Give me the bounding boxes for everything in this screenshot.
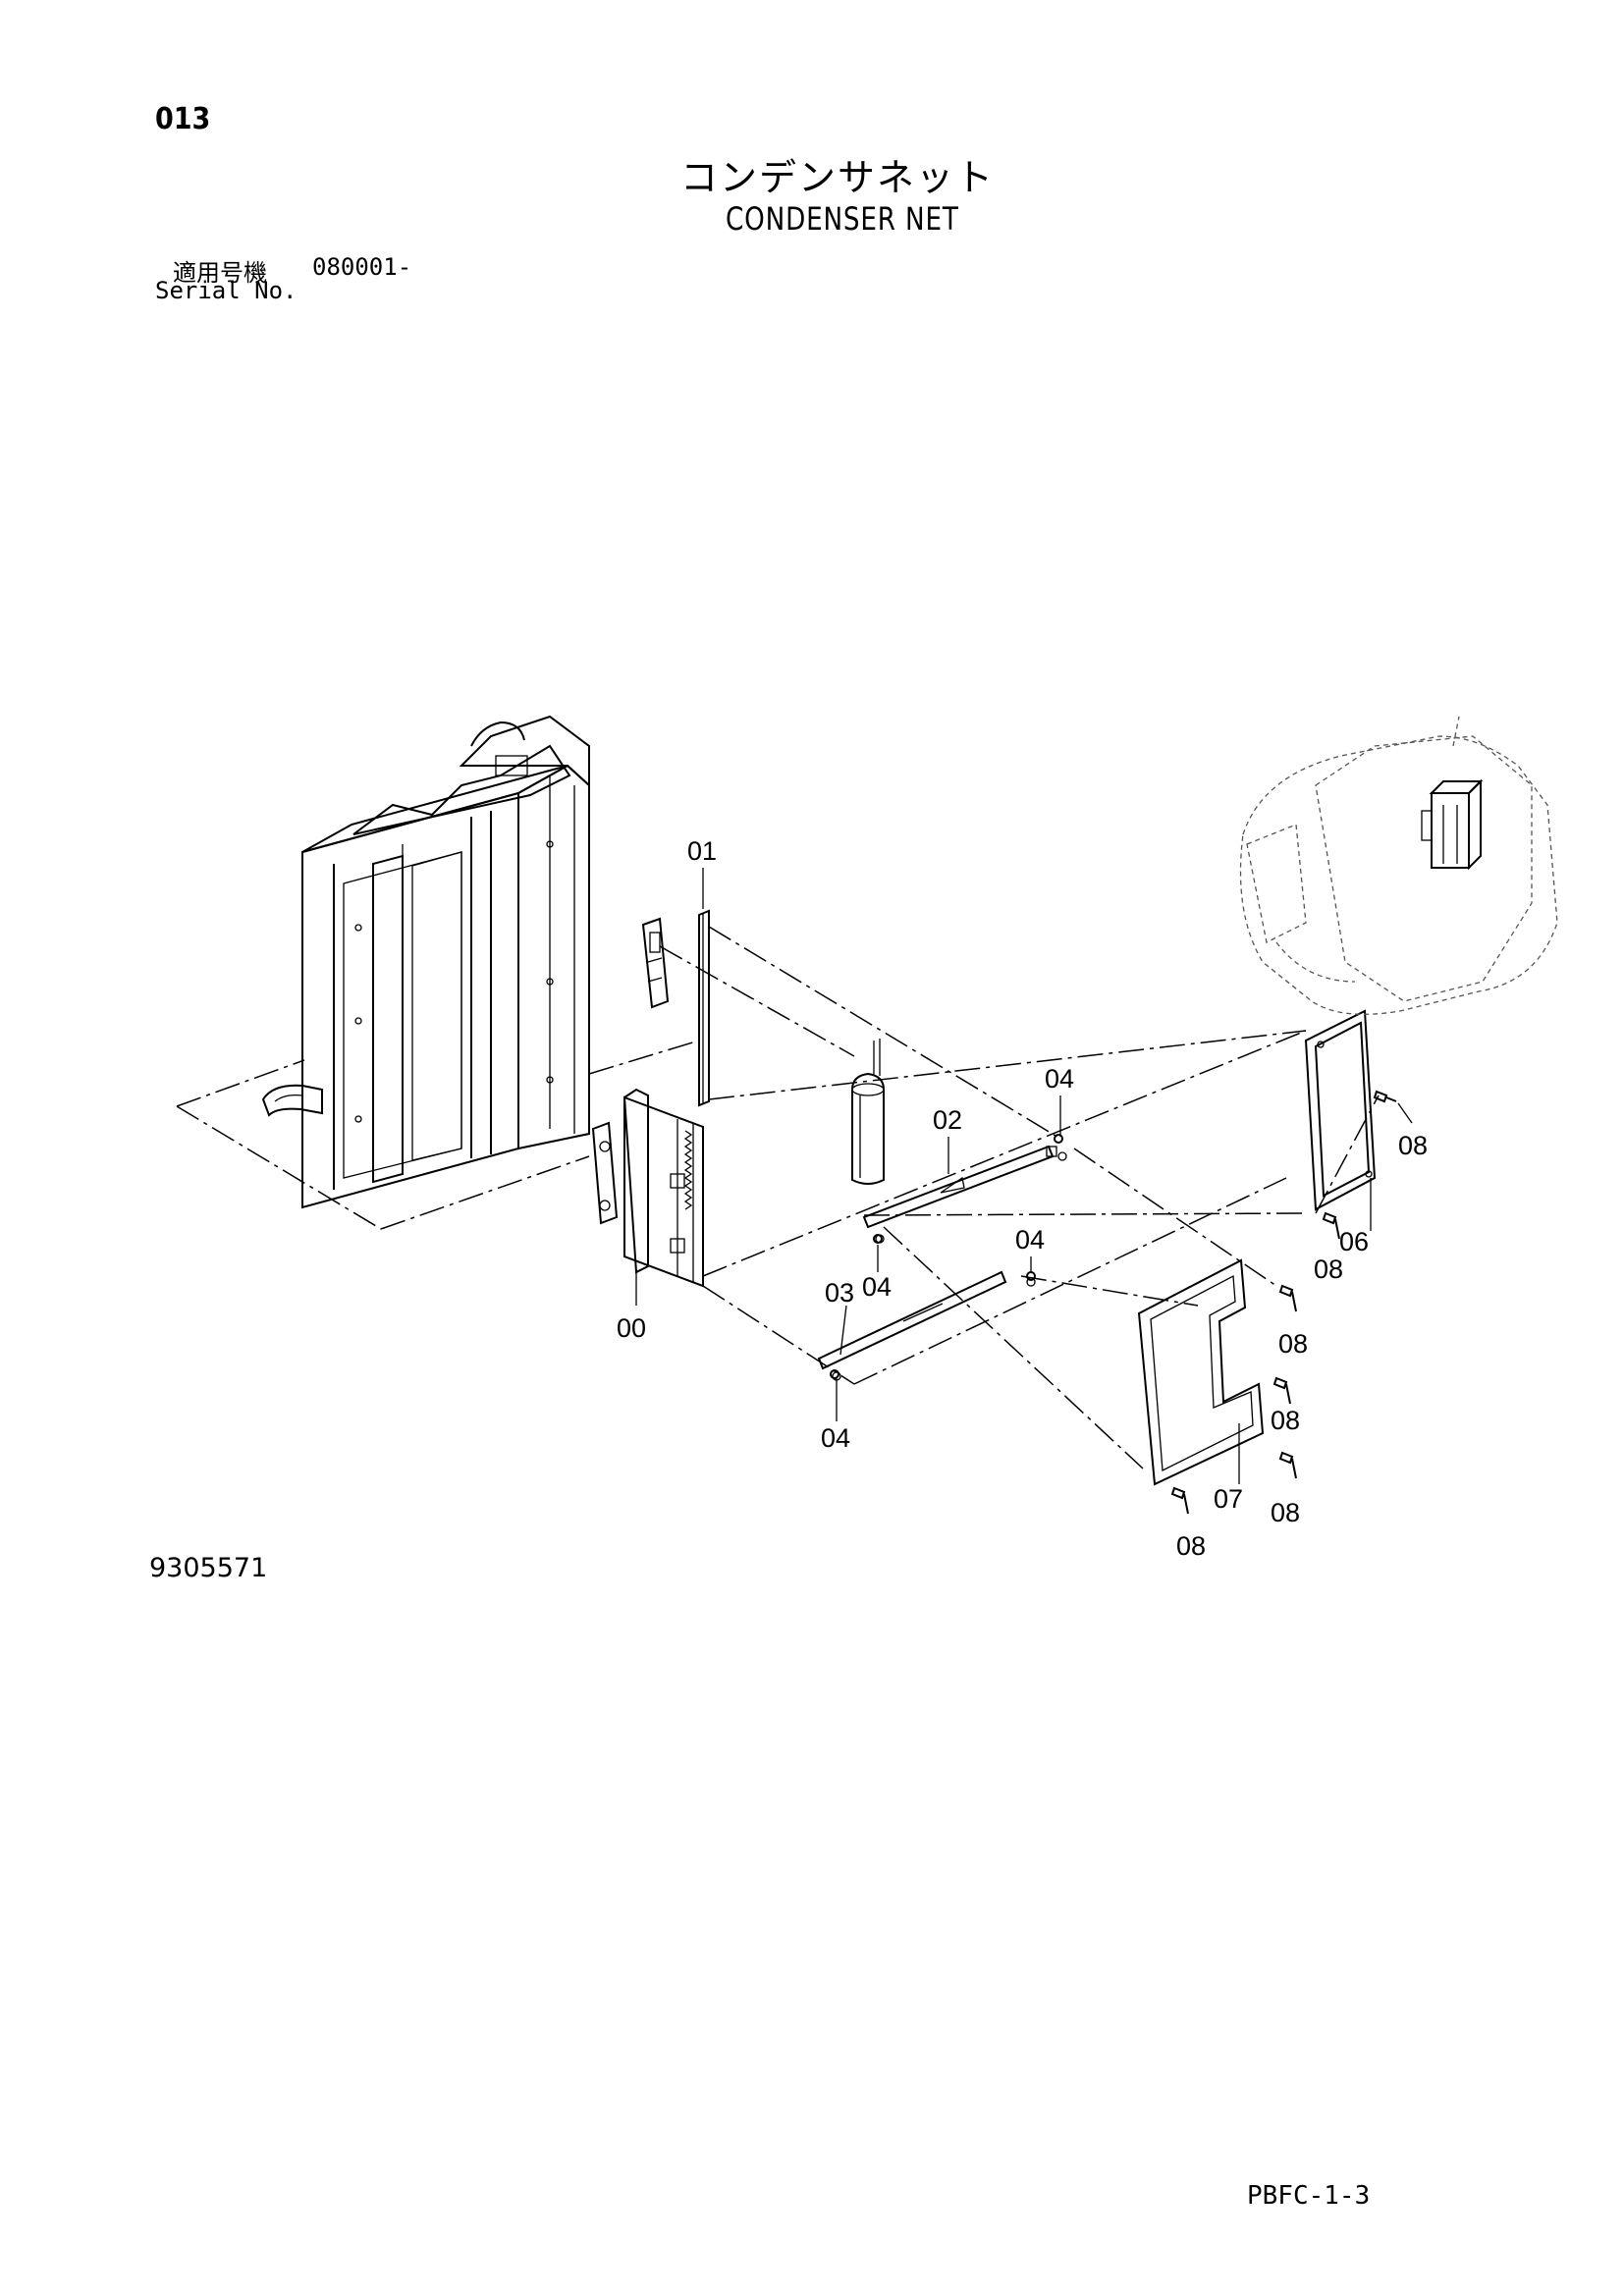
leader-lines — [635, 868, 1413, 1484]
callout-07: 07 — [1214, 1484, 1243, 1514]
drawing-number: 9305571 — [149, 1553, 268, 1583]
callout-08-d: 08 — [1271, 1406, 1300, 1435]
callout-08-c: 08 — [1278, 1329, 1308, 1359]
callout-06: 06 — [1339, 1227, 1369, 1256]
page-reference: PBFC-1-3 — [1247, 2181, 1371, 2211]
callout-03: 03 — [825, 1278, 854, 1308]
page-title-japanese: コンデンサネット — [679, 156, 995, 199]
callout-08-a: 08 — [1398, 1131, 1428, 1160]
condenser-core — [591, 1088, 704, 1288]
radiator-assembly — [176, 715, 590, 1230]
callout-00: 00 — [617, 1313, 646, 1343]
callout-08-e: 08 — [1271, 1498, 1300, 1527]
condenser-net-06 — [1304, 1009, 1377, 1211]
callout-04-left: 04 — [862, 1272, 892, 1302]
bolts-04 — [830, 1134, 1063, 1379]
callout-04-lower: 04 — [821, 1423, 850, 1453]
callout-02: 02 — [933, 1105, 962, 1135]
callout-01: 01 — [687, 836, 717, 866]
serial-label-japanese: 適用号機 — [173, 259, 267, 287]
callout-04-upper: 04 — [1045, 1064, 1074, 1094]
assembly-center-lines — [588, 926, 1380, 1469]
condenser-net-07 — [1137, 1258, 1265, 1486]
serial-number-value: 080001- — [312, 253, 412, 281]
page-code: 013 — [155, 102, 211, 136]
support-bar-upper — [862, 1145, 1067, 1244]
callout-08-b: 08 — [1314, 1255, 1343, 1284]
bolts-08 — [1170, 1090, 1397, 1515]
page-title-english: CONDENSER NET — [725, 200, 959, 238]
callout-08-f: 08 — [1176, 1531, 1206, 1561]
serial-label-english: Serial No. — [155, 277, 298, 304]
callout-04-middle: 04 — [1015, 1225, 1045, 1255]
machine-location-map — [1239, 716, 1558, 1015]
condenser-frame-upper — [641, 909, 710, 1107]
receiver-drier — [851, 1039, 885, 1185]
